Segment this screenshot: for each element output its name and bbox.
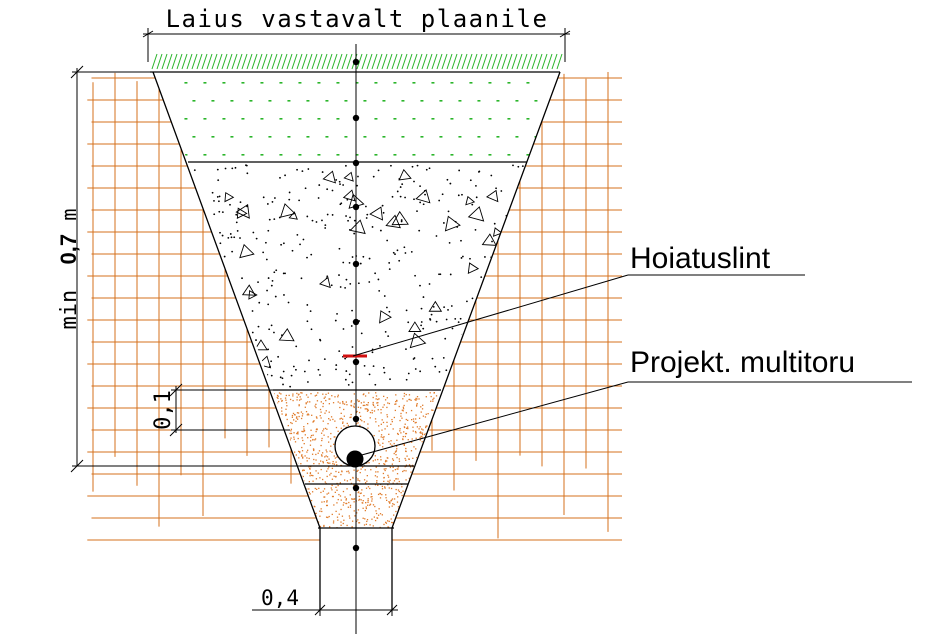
- depth-label-unit: m: [57, 209, 81, 221]
- bottom-width-label: 0,4: [261, 586, 299, 610]
- bottom-width-dimension: [252, 604, 398, 616]
- center-axis: [352, 44, 360, 634]
- bedding-dimension: [169, 383, 290, 437]
- top-width-label: Laius vastavalt plaanile: [166, 5, 549, 33]
- depth-dimension: [70, 65, 343, 473]
- warning-tape-callout: Hoiatuslint: [630, 242, 771, 275]
- depth-label-prefix: min: [57, 290, 82, 330]
- top-width-dimension: [142, 28, 571, 62]
- bedding-dimension-label: 0,1: [151, 390, 176, 430]
- trench-outline: [150, 71, 561, 610]
- conduit-leader: [357, 381, 912, 457]
- conduit-callout: Projekt. multitoru: [630, 346, 855, 379]
- grass-surface-hatch: [151, 53, 563, 70]
- warning-tape-leader: [352, 274, 805, 357]
- conduit-pipe: [334, 425, 376, 468]
- depth-label: min 0,7 m: [56, 209, 82, 330]
- depth-label-value: 0,7: [56, 234, 81, 265]
